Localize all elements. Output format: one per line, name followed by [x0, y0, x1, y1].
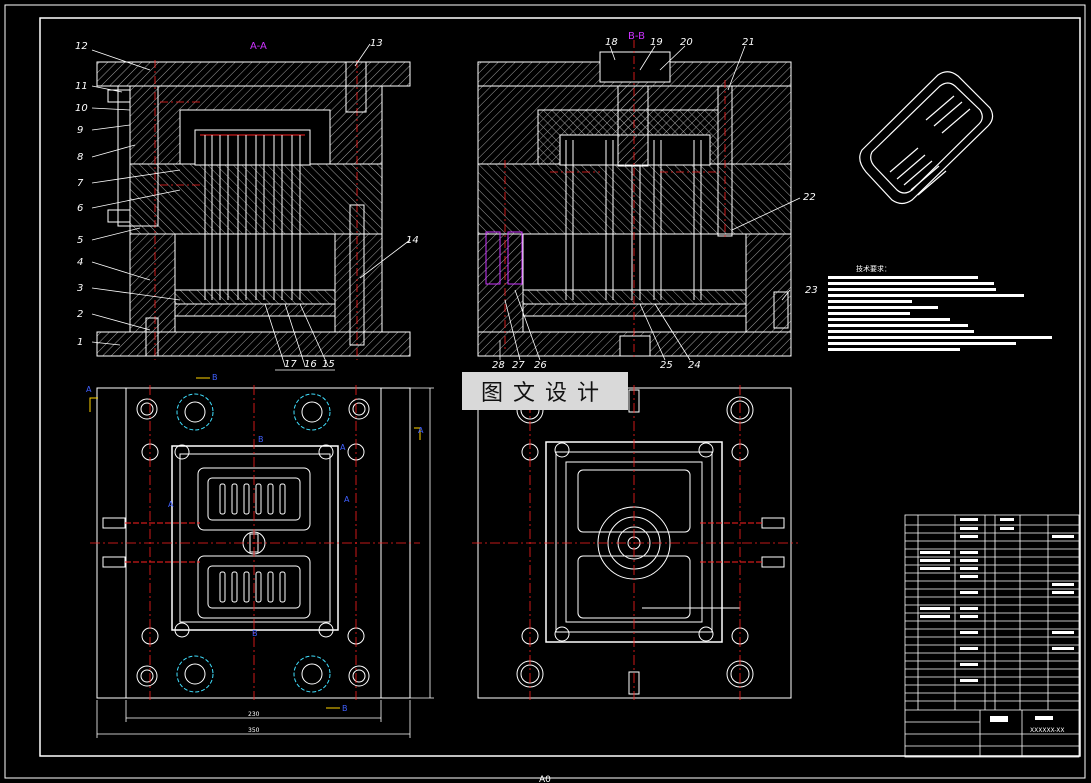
section-bb-title: B-B: [628, 31, 645, 42]
plan-left-water-fittings: [102, 517, 200, 568]
tech-requirements-title: 技术要求：: [856, 264, 891, 273]
part-1: 1: [77, 337, 83, 348]
part-13: 13: [370, 38, 383, 49]
part-23: 23: [805, 285, 818, 296]
part-11: 11: [75, 81, 88, 92]
section-mark-b-1: B: [258, 435, 264, 444]
section-aa-title: A-A: [250, 41, 267, 52]
part-22: 22: [803, 192, 816, 203]
part-17: 17: [284, 359, 297, 370]
part-14: 14: [406, 235, 419, 246]
part-2: 2: [77, 309, 83, 320]
part-26: 26: [534, 360, 547, 371]
part-18: 18: [605, 37, 618, 48]
bb-ejector-pins: [565, 140, 702, 300]
part-8: 8: [77, 152, 83, 163]
part-3: 3: [77, 283, 83, 294]
section-mark-a-left: A: [86, 385, 92, 394]
part-21: 21: [742, 37, 755, 48]
section-mark-a-4: A: [168, 500, 174, 509]
section-bb-view: [477, 51, 792, 357]
part-27: 27: [512, 360, 525, 371]
plan-left-slots: [219, 483, 286, 603]
aa-centerlines: [154, 60, 358, 360]
tech-requirements-lines: [828, 276, 1052, 351]
product-isometric-view: [859, 71, 994, 205]
part-12: 12: [75, 41, 88, 52]
section-marks: A B A B B B A A A: [86, 373, 424, 713]
part-20: 20: [680, 37, 693, 48]
part-25: 25: [660, 360, 673, 371]
section-mark-b-top: B: [212, 373, 218, 382]
bom-table: [904, 514, 1080, 758]
aa-leaders: [91, 43, 411, 371]
section-mark-a-right: A: [418, 426, 424, 435]
plan-left-dimensions: [96, 387, 434, 738]
drawing-number: XXXXXX-XX: [1030, 727, 1064, 734]
part-6: 6: [77, 203, 83, 214]
section-mark-a-5: A: [344, 495, 350, 504]
section-mark-a-3: A: [340, 443, 346, 452]
plan-right-bolts: [516, 389, 754, 695]
part-24: 24: [688, 360, 701, 371]
bb-part-labels: 18 19 20 21 22 23 28 27 26 25 24: [492, 37, 818, 371]
aa-water-fittings: [107, 85, 159, 227]
part-9: 9: [77, 125, 83, 136]
part-4: 4: [77, 257, 83, 268]
section-aa-view: [96, 61, 411, 357]
watermark-banner: 图文设计: [462, 372, 628, 410]
part-15: 15: [322, 359, 335, 370]
plan-left-centerlines: [90, 385, 420, 700]
sheet-size-label: A0: [539, 775, 551, 783]
dimension-350: 350: [248, 727, 260, 734]
aa-part-labels: 12 11 10 9 8 7 6 5 4 3 2 1 13 14 17 16 1…: [75, 38, 419, 370]
part-5: 5: [77, 235, 83, 246]
bb-centerlines: [504, 40, 726, 360]
drawing-frame: [4, 4, 1086, 779]
part-19: 19: [650, 37, 663, 48]
part-10: 10: [75, 103, 88, 114]
part-28: 28: [492, 360, 505, 371]
bom-cell-text: [920, 518, 1074, 722]
plan-right-water-fittings: [700, 517, 785, 568]
aa-ejector-pins: [204, 135, 301, 300]
plan-right-centerlines: [472, 385, 798, 700]
part-16: 16: [304, 359, 317, 370]
part-7: 7: [77, 178, 84, 189]
bb-leaders: [499, 45, 801, 361]
dimension-230: 230: [248, 711, 260, 718]
section-mark-b-2: B: [252, 629, 258, 638]
section-mark-b-bottom: B: [342, 704, 348, 713]
